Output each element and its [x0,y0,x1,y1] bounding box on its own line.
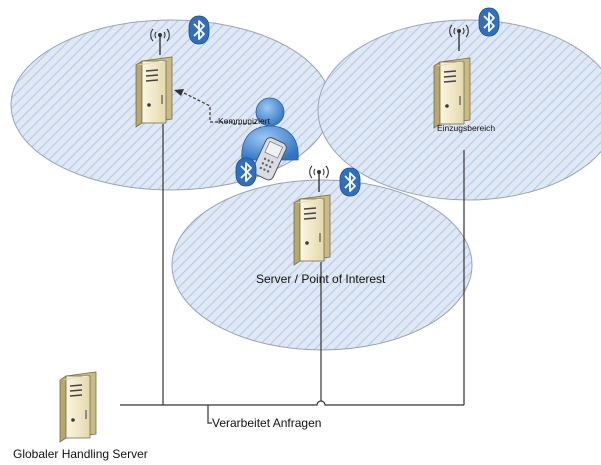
coverage-area-label: Einzugsbereich [437,123,495,133]
global-server-label: Globaler Handling Server [13,447,148,461]
mobile-phone-icon [252,137,287,181]
bluetooth-icon [478,7,500,37]
arrow-head [174,89,184,96]
server-poi-label: Server / Point of Interest [256,272,386,286]
server-center [293,194,331,266]
server-left [135,56,173,128]
request-label-connector [207,405,212,424]
processes-requests-label: Verarbeitet Anfragen [212,416,321,430]
communicates-label: Kommuniziert [218,116,271,126]
bluetooth-icon [339,167,361,197]
connection-lines [120,89,465,424]
communicates-arrow [181,91,257,125]
bus-line [120,400,464,406]
bluetooth-icon [188,15,210,45]
bluetooth-icon [235,157,257,187]
server-global [59,371,97,443]
zone-center [171,179,473,351]
server-right [433,57,471,129]
coverage-zones [10,19,601,351]
